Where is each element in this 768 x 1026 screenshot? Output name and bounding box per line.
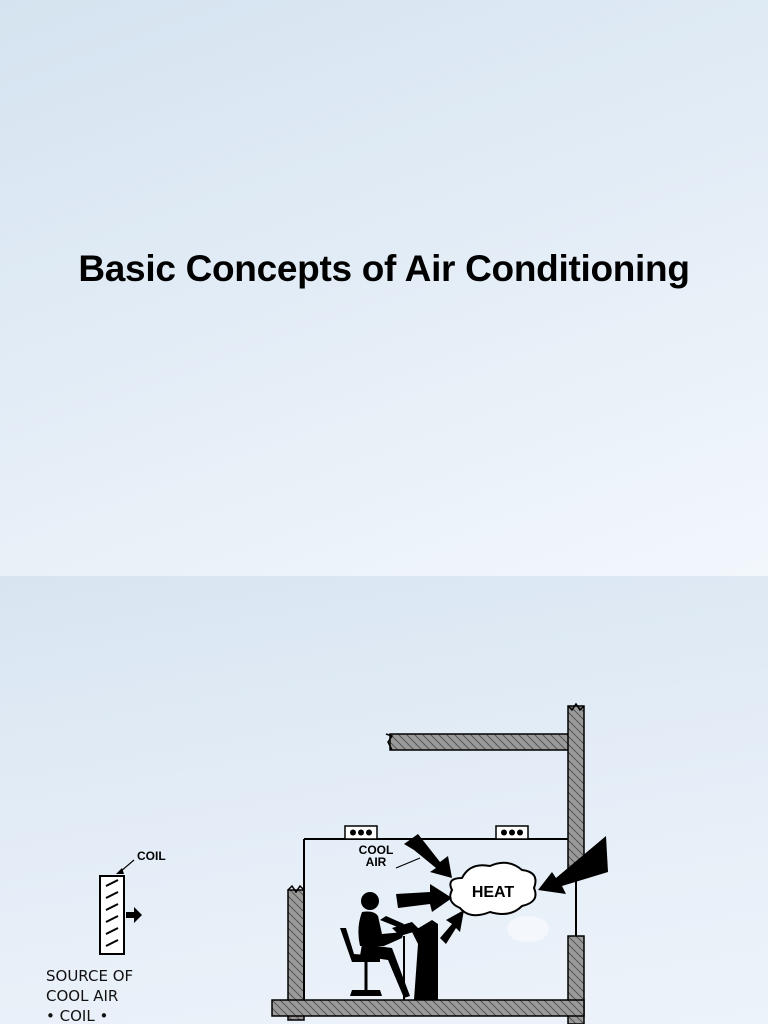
air-conditioning-diagram: COOL AIR HEAT <box>99 702 608 1024</box>
ceiling-diffuser-right <box>495 825 529 840</box>
light-puff <box>507 916 549 942</box>
arrow-from-diffuser <box>404 834 452 878</box>
cool-air-leader-line <box>395 857 421 869</box>
upper-wall <box>385 702 585 877</box>
title-slide: Basic Concepts of Air Conditioning <box>0 0 768 576</box>
cool-air-label-line2: AIR <box>366 855 387 869</box>
slide-title: Basic Concepts of Air Conditioning <box>78 248 690 289</box>
arrow-from-outside <box>538 836 608 894</box>
arrow-from-computer <box>440 910 464 944</box>
heat-cloud: HEAT <box>449 861 537 917</box>
person-at-computer <box>340 892 438 1000</box>
coil-diagram: COIL <box>99 849 166 955</box>
source-caption-line3: • COIL • <box>46 1007 109 1025</box>
source-caption-line2: COOL AIR <box>46 987 119 1005</box>
coil-label: COIL <box>137 849 166 863</box>
source-caption-line1: SOURCE OF <box>46 967 134 985</box>
diagram-slide: COOL AIR HEAT <box>0 576 768 1026</box>
source-caption: SOURCE OF COOL AIR • COIL • <box>46 966 133 1026</box>
cool-air-label-line1: COOL <box>359 843 394 857</box>
floor <box>271 999 585 1017</box>
ceiling-diffuser-left <box>344 825 378 840</box>
arrow-from-person <box>396 884 452 912</box>
heat-label: HEAT <box>472 884 515 901</box>
